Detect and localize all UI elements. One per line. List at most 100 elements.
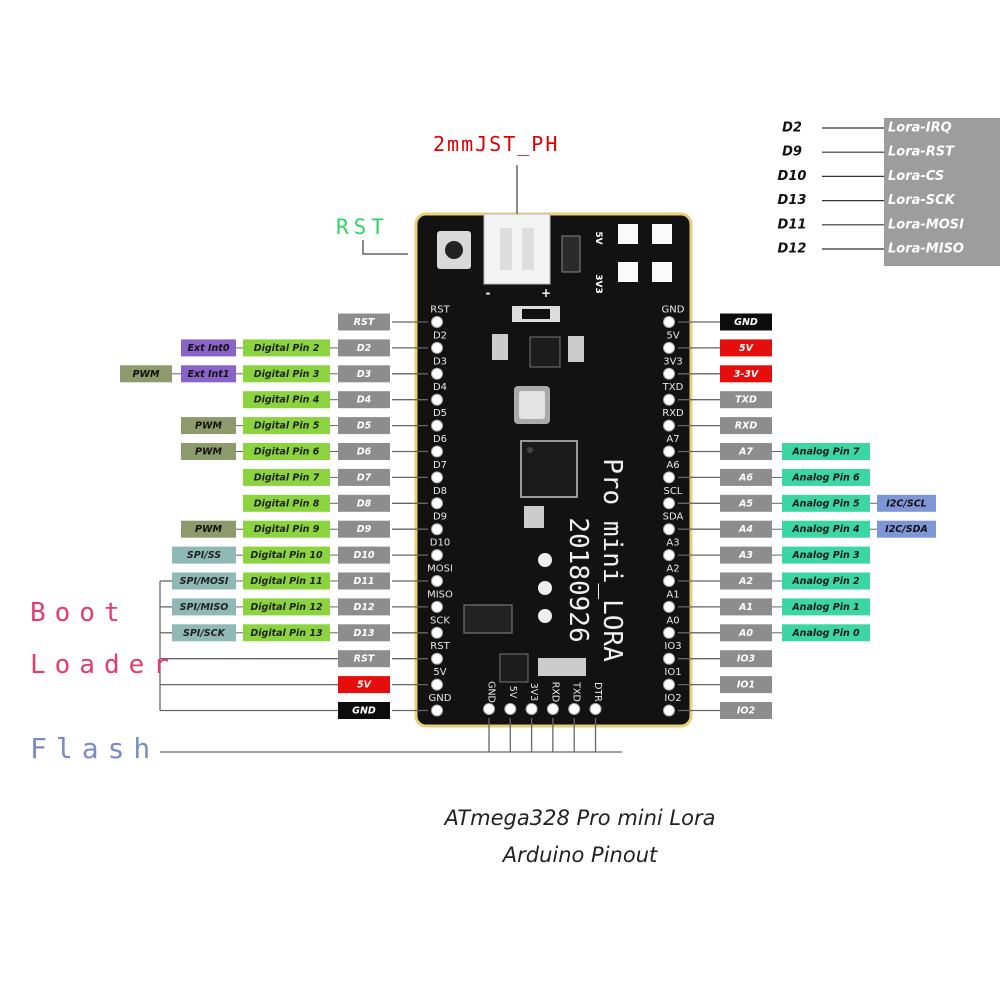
left-header-hole xyxy=(431,497,443,510)
left-pin-GND-text: GND xyxy=(352,706,376,717)
left-pin-D4-box xyxy=(338,391,390,409)
left-pin-D7-text: D7 xyxy=(357,472,372,483)
bottom-header-hole xyxy=(504,703,517,715)
left-header-hole xyxy=(431,445,443,458)
left-pin-D13-text: D13 xyxy=(353,628,374,639)
left-silk-label: GND xyxy=(429,693,452,704)
left-silk-label: D2 xyxy=(433,330,447,341)
right-pin-RXD-text: RXD xyxy=(735,421,758,432)
left-silk-label: D5 xyxy=(433,408,447,419)
smd-part-bottom xyxy=(538,658,586,676)
left-pin-GND-box xyxy=(338,702,390,719)
left-pwm-box xyxy=(181,520,236,538)
right-header-hole xyxy=(663,471,675,484)
left-digital-box xyxy=(243,572,330,590)
bottom-header-hole xyxy=(546,703,559,715)
right-silk-label: GND xyxy=(662,305,685,316)
left-digital-text: Digital Pin 12 xyxy=(250,602,323,613)
antenna-pad-4 xyxy=(652,262,672,282)
right-pin-A3-box xyxy=(720,546,772,564)
left-digital-box xyxy=(243,339,330,357)
left-pin-D12-text: D12 xyxy=(353,602,374,613)
left-digital-text: Digital Pin 6 xyxy=(254,447,320,458)
right-analog-text: Analog Pin 5 xyxy=(791,498,860,509)
left-silk-label: MOSI xyxy=(427,564,453,575)
lora-signal-label: Lora-IRQ xyxy=(888,121,952,136)
lora-pin-label: D2 xyxy=(782,121,802,136)
right-pin-A2-text: A2 xyxy=(738,576,753,587)
right-pin-3-3V-text: 3-3V xyxy=(734,369,759,380)
right-pin-A4-box xyxy=(720,520,772,538)
left-spi-box xyxy=(172,598,236,616)
right-header-hole xyxy=(663,393,675,406)
jst-minus-mark: - xyxy=(486,286,491,300)
smd-cap-3 xyxy=(524,506,544,528)
led-pad-3 xyxy=(538,609,552,623)
right-pin-A7-text: A7 xyxy=(738,447,753,458)
right-pin-A0-box xyxy=(720,624,772,642)
left-header-hole xyxy=(431,704,443,717)
regulator-chip-2 xyxy=(499,653,529,683)
right-header-hole xyxy=(663,419,675,432)
left-digital-box xyxy=(243,365,330,383)
antenna-pad-2 xyxy=(652,224,672,244)
left-header-hole xyxy=(431,367,443,380)
left-pin-D2-box xyxy=(338,339,390,357)
right-pin-A1-box xyxy=(720,598,772,616)
bottom-silk-label: RXD xyxy=(549,682,560,702)
caption-line-2: Arduino Pinout xyxy=(502,843,658,867)
left-digital-text: Digital Pin 8 xyxy=(254,498,320,509)
left-spi-text: SPI/MOSI xyxy=(180,576,229,587)
left-pwm-text: PWM xyxy=(195,447,222,458)
left-digital-box xyxy=(243,468,330,486)
lora-signal-label: Lora-MISO xyxy=(888,242,964,257)
left-silk-label: RST xyxy=(430,641,450,652)
right-analog-box xyxy=(782,443,870,460)
flash-chip xyxy=(463,604,513,634)
right-analog-text: Analog Pin 4 xyxy=(791,524,860,535)
right-analog-text: Analog Pin 1 xyxy=(791,602,859,613)
mcu-pin1-dot xyxy=(527,447,533,453)
left-digital-text: Digital Pin 4 xyxy=(254,395,320,406)
selector-3v3: 3V3 xyxy=(593,274,603,294)
left-pwm-box xyxy=(120,365,172,383)
left-pin-D3-text: D3 xyxy=(357,369,372,380)
left-spi-text: SPI/MISO xyxy=(180,602,229,613)
left-spi-box xyxy=(172,572,236,590)
right-pin-TXD-text: TXD xyxy=(735,395,757,406)
boot-label: Boot xyxy=(30,598,129,628)
left-pin-D6-box xyxy=(338,443,390,460)
left-pin-RST-text: RST xyxy=(354,654,376,665)
right-analog-box xyxy=(782,494,870,512)
right-header-hole xyxy=(663,704,675,717)
right-silk-label: RXD xyxy=(662,408,684,419)
jst-plus-mark: + xyxy=(541,286,551,300)
left-pin-D9-box xyxy=(338,520,390,538)
left-pin-D8-text: D8 xyxy=(357,498,372,509)
lora-pin-label: D12 xyxy=(778,242,807,257)
left-pin-RST-text: RST xyxy=(354,317,376,328)
caption-line-1: ATmega328 Pro mini Lora xyxy=(444,806,716,830)
right-analog-text: Analog Pin 2 xyxy=(791,576,860,587)
right-header-hole xyxy=(663,341,675,354)
bottom-silk-label: GND xyxy=(486,681,497,703)
left-pin-D11-box xyxy=(338,572,390,590)
left-header-hole xyxy=(431,341,443,354)
right-pin-RXD-box xyxy=(720,417,772,435)
left-digital-box xyxy=(243,391,330,409)
right-i2c-text: I2C/SDA xyxy=(885,524,928,535)
right-analog-box xyxy=(782,624,870,642)
left-ext-box xyxy=(181,365,236,383)
right-pin-TXD-box xyxy=(720,391,772,409)
left-digital-box xyxy=(243,443,330,460)
right-analog-box xyxy=(782,520,870,538)
right-pin-A7-box xyxy=(720,443,772,460)
right-header-hole xyxy=(663,575,675,587)
left-silk-label: D10 xyxy=(430,538,450,549)
right-silk-label: 5V xyxy=(666,330,679,341)
left-digital-box xyxy=(243,417,330,435)
right-silk-label: A1 xyxy=(666,589,679,600)
right-header-hole xyxy=(663,626,675,639)
board-date-silk: 20180926 xyxy=(563,517,593,642)
